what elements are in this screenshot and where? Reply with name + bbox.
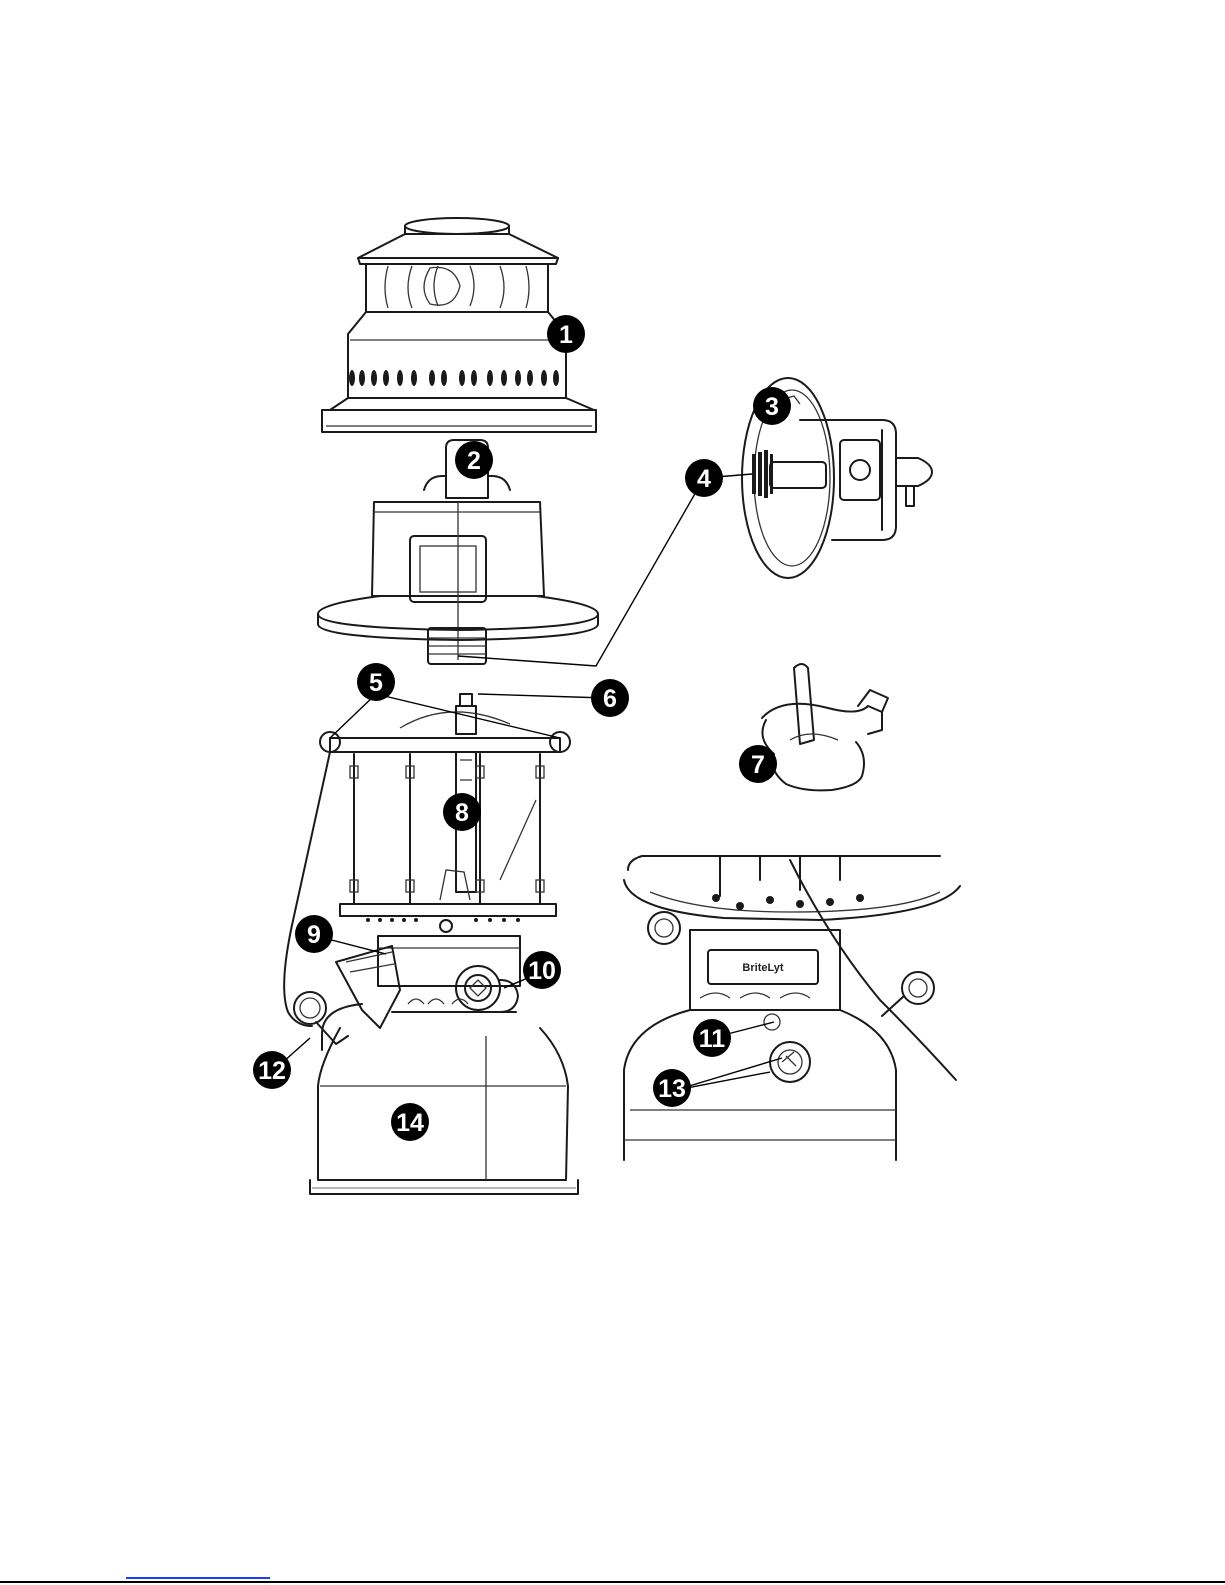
callout-9: 9: [295, 915, 333, 953]
part-chimney: [318, 440, 598, 664]
brand-label: BriteLyt: [742, 962, 783, 974]
callout-4-label: 4: [697, 465, 711, 493]
callout-1: 1: [547, 315, 585, 353]
footer-link-underline: [126, 1577, 270, 1579]
callout-13: 13: [653, 1069, 691, 1107]
callout-2-label: 2: [467, 447, 481, 475]
callout-10: 10: [523, 951, 561, 989]
callout-11: 11: [693, 1019, 731, 1057]
callout-7-label: 7: [751, 751, 765, 779]
callout-14-label: 14: [396, 1109, 424, 1137]
part-assembled-closeup: BriteLyt: [624, 856, 960, 1160]
callout-12-label: 12: [258, 1057, 286, 1085]
callout-5: 5: [357, 663, 395, 701]
bail-handle: [284, 752, 330, 1026]
leader-lines: [274, 474, 782, 1090]
callout-7: 7: [739, 745, 777, 783]
callout-12: 12: [253, 1051, 291, 1089]
callout-5-label: 5: [369, 669, 383, 697]
callout-8: 8: [443, 793, 481, 831]
callout-3-label: 3: [765, 393, 779, 421]
callout-1-label: 1: [559, 321, 573, 349]
callout-11-label: 11: [699, 1025, 726, 1053]
callout-9-label: 9: [307, 921, 321, 949]
part-heat-shield: [762, 664, 888, 790]
callout-8-label: 8: [455, 799, 469, 827]
callout-2: 2: [455, 441, 493, 479]
callout-13-label: 13: [658, 1075, 686, 1103]
callout-6-label: 6: [603, 685, 617, 713]
callout-14: 14: [391, 1103, 429, 1141]
callout-6: 6: [591, 679, 629, 717]
callout-3: 3: [753, 387, 791, 425]
callout-10-label: 10: [528, 957, 556, 985]
callout-4: 4: [685, 459, 723, 497]
footer-rule: [0, 1581, 1225, 1583]
